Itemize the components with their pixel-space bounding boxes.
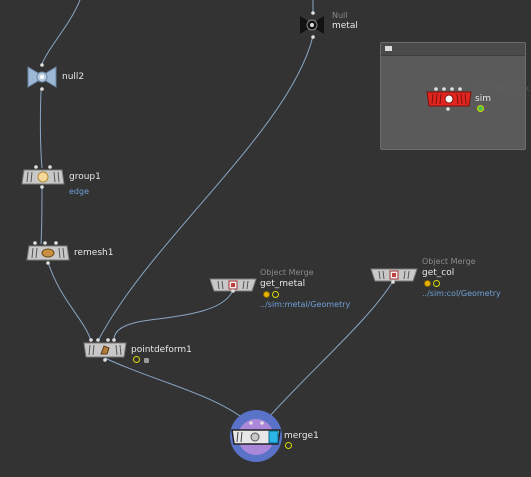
wire-null2-to-group1 (39, 89, 43, 169)
network-box-titlebar[interactable] (381, 43, 525, 56)
node-name-label: remesh1 (74, 248, 114, 258)
wire-metal-to-pointdeform1 (97, 35, 314, 342)
node-type-label: Null (332, 11, 348, 20)
node-name-label: metal (332, 21, 358, 31)
wire-group1-to-remesh1 (40, 185, 43, 245)
node-sim[interactable] (425, 91, 473, 107)
display-flag-icon[interactable] (272, 291, 279, 298)
node-name-label: null2 (62, 72, 85, 82)
node-remesh1[interactable] (25, 244, 71, 262)
wire-remesh1-to-pointdeform1 (47, 261, 92, 342)
display-flag-icon[interactable] (477, 105, 484, 112)
null-node-icon (27, 66, 57, 88)
object-merge-icon (209, 278, 257, 292)
node-null2[interactable] (25, 64, 59, 90)
node-name-label: sim (475, 94, 491, 104)
object-merge-icon (370, 268, 418, 282)
wire-top-to-null2 (41, 0, 81, 65)
node-name-label: get_col (422, 268, 455, 278)
display-flag-icon[interactable] (285, 442, 292, 449)
node-group-pattern: edge (69, 187, 89, 196)
node-group1[interactable] (20, 168, 66, 186)
node-pointdeform1[interactable] (82, 341, 128, 359)
node-type-label: Object Merge (260, 268, 314, 277)
wire-getmetal-to-pointdeform1 (113, 289, 234, 342)
dop-network-icon (426, 91, 472, 107)
bypass-flag-icon[interactable] (424, 280, 431, 287)
node-type-label: Object Merge (422, 257, 476, 266)
node-get-col[interactable] (370, 267, 418, 282)
wire-getcol-to-merge1 (261, 280, 394, 426)
node-metal[interactable] (296, 12, 328, 38)
node-path-label: ../sim:col/Geometry (422, 289, 501, 298)
node-type-label: DOP Network (476, 84, 530, 93)
node-name-label: group1 (69, 172, 101, 182)
merge-node-icon (230, 410, 282, 462)
bypass-flag-icon[interactable] (263, 291, 270, 298)
point-deform-icon (83, 342, 127, 358)
display-flag-icon[interactable] (133, 356, 140, 363)
node-name-label: pointdeform1 (131, 345, 192, 355)
display-flag-icon[interactable] (433, 280, 440, 287)
node-name-label: get_metal (260, 279, 306, 289)
group-node-icon (21, 169, 65, 185)
lock-icon[interactable] (144, 358, 149, 363)
node-get-metal[interactable] (209, 277, 257, 292)
node-merge1[interactable] (229, 410, 283, 462)
wire-pointdeform1-to-merge1 (104, 357, 252, 426)
null-node-icon (300, 16, 324, 34)
node-path-label: ../sim:metal/Geometry (260, 300, 351, 309)
remesh-node-icon (26, 245, 70, 261)
node-name-label: merge1 (284, 431, 319, 441)
collapse-icon[interactable] (385, 46, 392, 51)
